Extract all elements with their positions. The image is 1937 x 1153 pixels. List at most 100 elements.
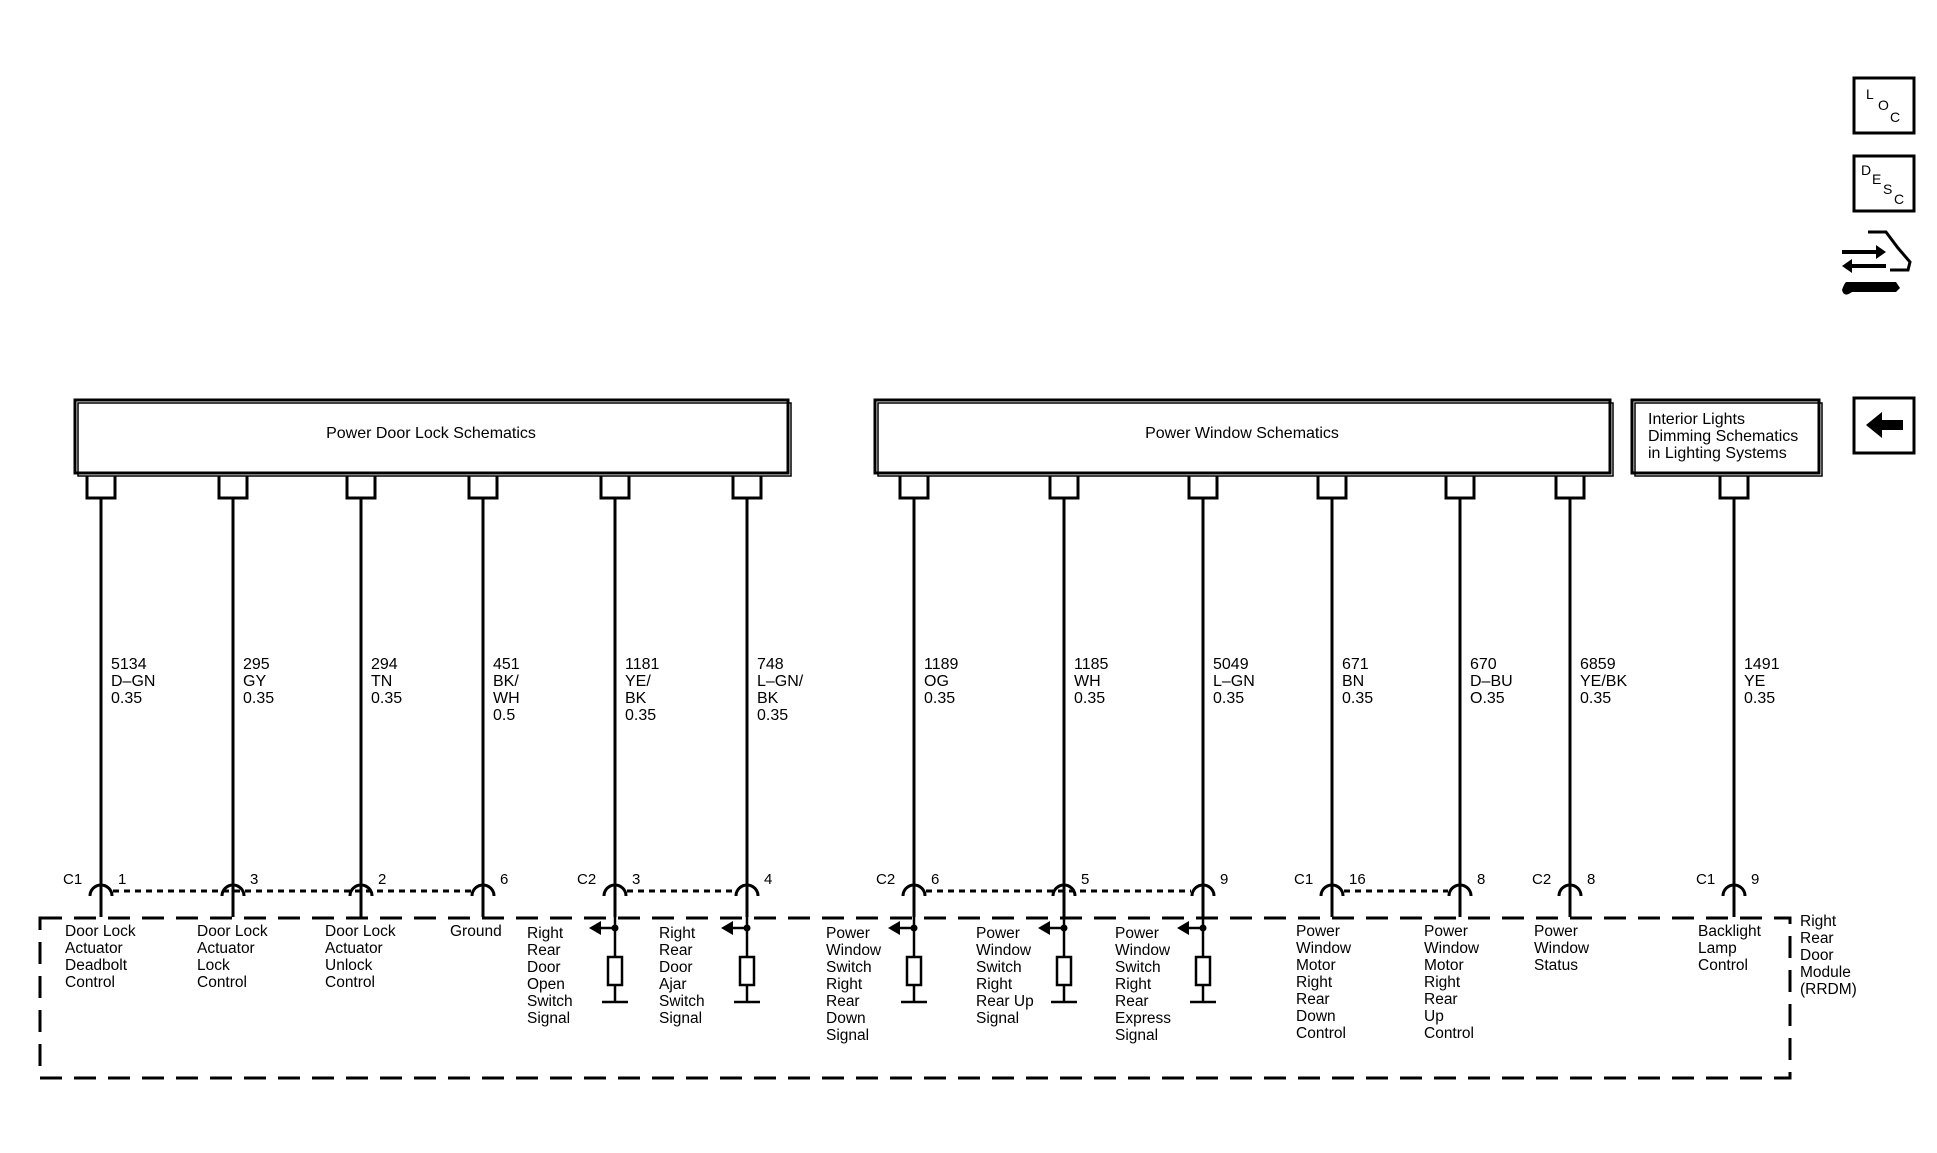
circuit-c2-6[interactable]: 1189OG0.356C2PowerWindowSwitchRightRearD…	[826, 476, 959, 1044]
wire-terminal	[1316, 476, 1348, 500]
pin-number: 3	[632, 871, 640, 888]
desc-letter-s: S	[1883, 181, 1892, 197]
signal-arrow-head	[1038, 921, 1050, 935]
wire-label: 748	[757, 656, 784, 673]
wire-terminal	[467, 476, 499, 500]
wire-terminal	[599, 476, 631, 500]
function-label: Window	[1424, 940, 1480, 957]
function-label: Actuator	[65, 940, 123, 957]
function-label: Power	[826, 925, 870, 942]
wire-label: 0.35	[111, 690, 142, 707]
wire-label: 5134	[111, 656, 147, 673]
function-label: Power	[1424, 923, 1468, 940]
circuit-c2-9[interactable]: 5049L–GN0.359PowerWindowSwitchRightRearE…	[1115, 476, 1255, 1044]
wire-label: WH	[493, 690, 520, 707]
loc-letter-o: O	[1878, 97, 1889, 113]
connector-label: C1	[1294, 871, 1313, 888]
signal-arrow-head	[721, 921, 733, 935]
function-label: Right	[976, 976, 1013, 993]
function-label: Right	[527, 925, 564, 942]
wire-label: 0.35	[625, 707, 656, 724]
connector-label: C2	[1532, 871, 1551, 888]
wire-label: 1181	[625, 656, 660, 673]
wire-terminal	[898, 476, 930, 500]
function-label: Motor	[1424, 957, 1464, 974]
circuit-c1-8[interactable]: 670D–BUO.358PowerWindowMotorRightRearUpC…	[1424, 476, 1513, 1042]
function-label: Unlock	[325, 957, 373, 974]
wire-terminal	[1554, 476, 1586, 500]
loc-letter-l: L	[1866, 86, 1874, 102]
function-label: Switch	[976, 959, 1022, 976]
function-label: Door Lock	[65, 923, 136, 940]
function-label: Window	[1534, 940, 1590, 957]
wire-label: 6859	[1580, 656, 1616, 673]
function-label: Control	[325, 974, 375, 991]
connector-label: C2	[577, 871, 596, 888]
function-label: Right	[1424, 974, 1461, 991]
function-label: Switch	[527, 993, 573, 1010]
function-label: Window	[826, 942, 882, 959]
function-label: Power	[1296, 923, 1340, 940]
function-label: Power	[1115, 925, 1159, 942]
function-label: Switch	[826, 959, 872, 976]
function-label: Power	[1534, 923, 1578, 940]
loc-button[interactable]: L O C	[1852, 76, 1916, 135]
desc-button[interactable]: D E S C	[1852, 154, 1916, 213]
pin-number: 9	[1220, 871, 1228, 888]
wire-terminal	[1718, 476, 1750, 500]
wire-label: L–GN/	[757, 673, 804, 690]
function-label: Signal	[976, 1010, 1019, 1027]
wire-label: L–GN	[1213, 673, 1255, 690]
function-label: Lock	[197, 957, 230, 974]
wire-label: 451	[493, 656, 520, 673]
circuit-c1-16[interactable]: 671BN0.3516C1PowerWindowMotorRightRearDo…	[1294, 476, 1373, 1042]
pin-number: 2	[378, 871, 386, 888]
pull-up-resistor	[1194, 955, 1212, 987]
function-label: Motor	[1296, 957, 1336, 974]
wire-terminal	[1444, 476, 1476, 500]
schematic-box-label: Power Door Lock Schematics	[326, 425, 536, 442]
pin-number: 9	[1751, 871, 1759, 888]
function-label: Express	[1115, 1010, 1171, 1027]
function-label: Rear	[1296, 991, 1330, 1008]
wire-label: 670	[1470, 656, 1497, 673]
function-label: Rear Up	[976, 993, 1034, 1010]
schematic-box-power-door-lock[interactable]: Power Door Lock Schematics	[73, 398, 792, 477]
function-label: Backlight	[1698, 923, 1762, 940]
module-label-line: Rear	[1800, 930, 1834, 947]
pull-up-resistor	[905, 955, 923, 987]
signal-arrow-head	[888, 921, 900, 935]
schematic-box-power-window[interactable]: Power Window Schematics	[873, 398, 1614, 477]
desc-letter-d: D	[1861, 162, 1871, 178]
rrdm-module-outline	[38, 916, 1792, 1080]
wire-label: 0.35	[1744, 690, 1775, 707]
function-label: Window	[1296, 940, 1352, 957]
wire-label: BK/	[493, 673, 519, 690]
wire-label: YE/	[625, 673, 651, 690]
function-label: Signal	[1115, 1027, 1158, 1044]
wire-label: BK	[757, 690, 779, 707]
function-label: Actuator	[197, 940, 255, 957]
back-arrow-icon[interactable]	[1852, 396, 1916, 455]
pin-number: 6	[500, 871, 508, 888]
circuit-c2-3[interactable]: 1181YE/BK0.353C2RightRearDoorOpenSwitchS…	[527, 476, 660, 1027]
function-label: Control	[1424, 1025, 1474, 1042]
wire-label: 0.5	[493, 707, 515, 724]
pin-number: 8	[1477, 871, 1485, 888]
circuit-c2-4[interactable]: 748L–GN/BK0.354RightRearDoorAjarSwitchSi…	[659, 476, 804, 1027]
wire-terminal	[85, 476, 117, 500]
schematic-box-frame	[873, 398, 1612, 475]
wire-label: 1189	[924, 656, 959, 673]
schematic-box-frame	[1630, 398, 1821, 475]
pin-number: 4	[764, 871, 772, 888]
connector-views-icon[interactable]	[1842, 230, 1912, 295]
